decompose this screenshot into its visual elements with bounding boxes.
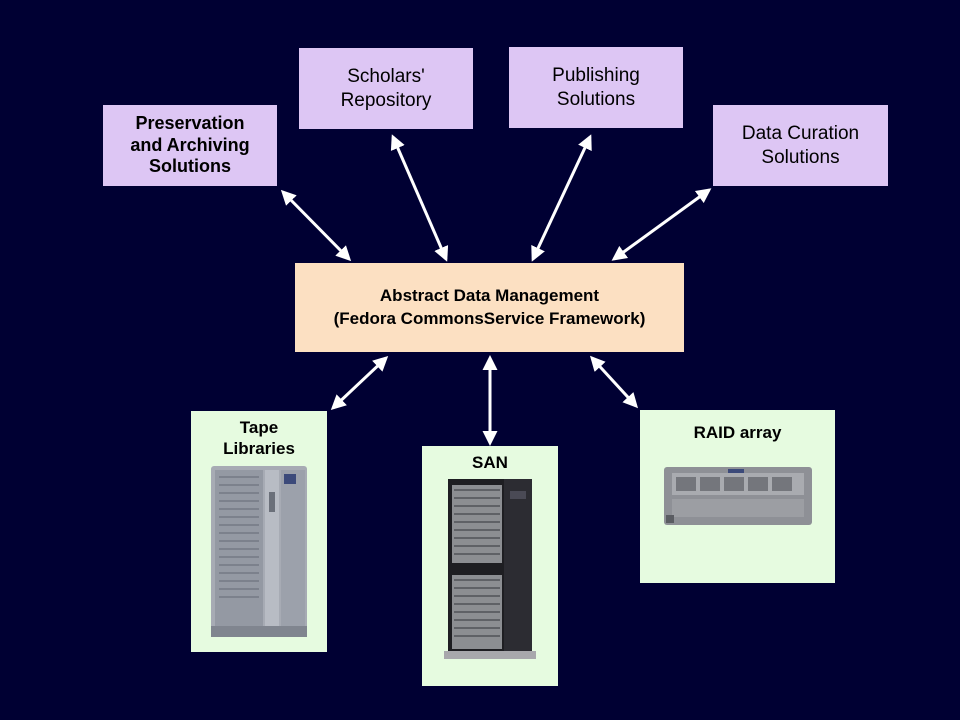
arrow-scholars (390, 134, 449, 262)
abstract-data-management-box: Abstract Data Management (Fedora Commons… (295, 263, 684, 352)
preservation-box: Preservation and Archiving Solutions (103, 105, 277, 186)
raid-array-label: RAID array (693, 423, 782, 442)
arrow-publishing (531, 134, 592, 262)
san-box: SAN (422, 446, 558, 686)
raid-array-image (663, 467, 812, 526)
tape-libraries-label: Tape Libraries (223, 418, 295, 459)
abstract-data-management-label: Abstract Data Management (Fedora Commons… (333, 285, 646, 328)
san-label: SAN (472, 453, 508, 472)
preservation-label: Preservation and Archiving Solutions (130, 112, 250, 177)
publishing-box: Publishing Solutions (509, 47, 683, 128)
arrow-preservation (280, 189, 352, 262)
scholars-repository-box: Scholars' Repository (299, 48, 473, 129)
tape-libraries-box: Tape Libraries (191, 411, 327, 652)
publishing-label: Publishing Solutions (552, 65, 640, 110)
san-server-rack-image (444, 479, 536, 660)
data-curation-label: Data Curation Solutions (741, 123, 860, 168)
arrow-tape (330, 355, 389, 411)
data-curation-box: Data Curation Solutions (713, 105, 888, 186)
arrow-raid (589, 355, 639, 409)
arrow-data-curation (611, 188, 712, 261)
tape-library-image (211, 465, 307, 637)
scholars-repository-label: Scholars' Repository (340, 66, 432, 111)
raid-array-box: RAID array (640, 410, 835, 583)
